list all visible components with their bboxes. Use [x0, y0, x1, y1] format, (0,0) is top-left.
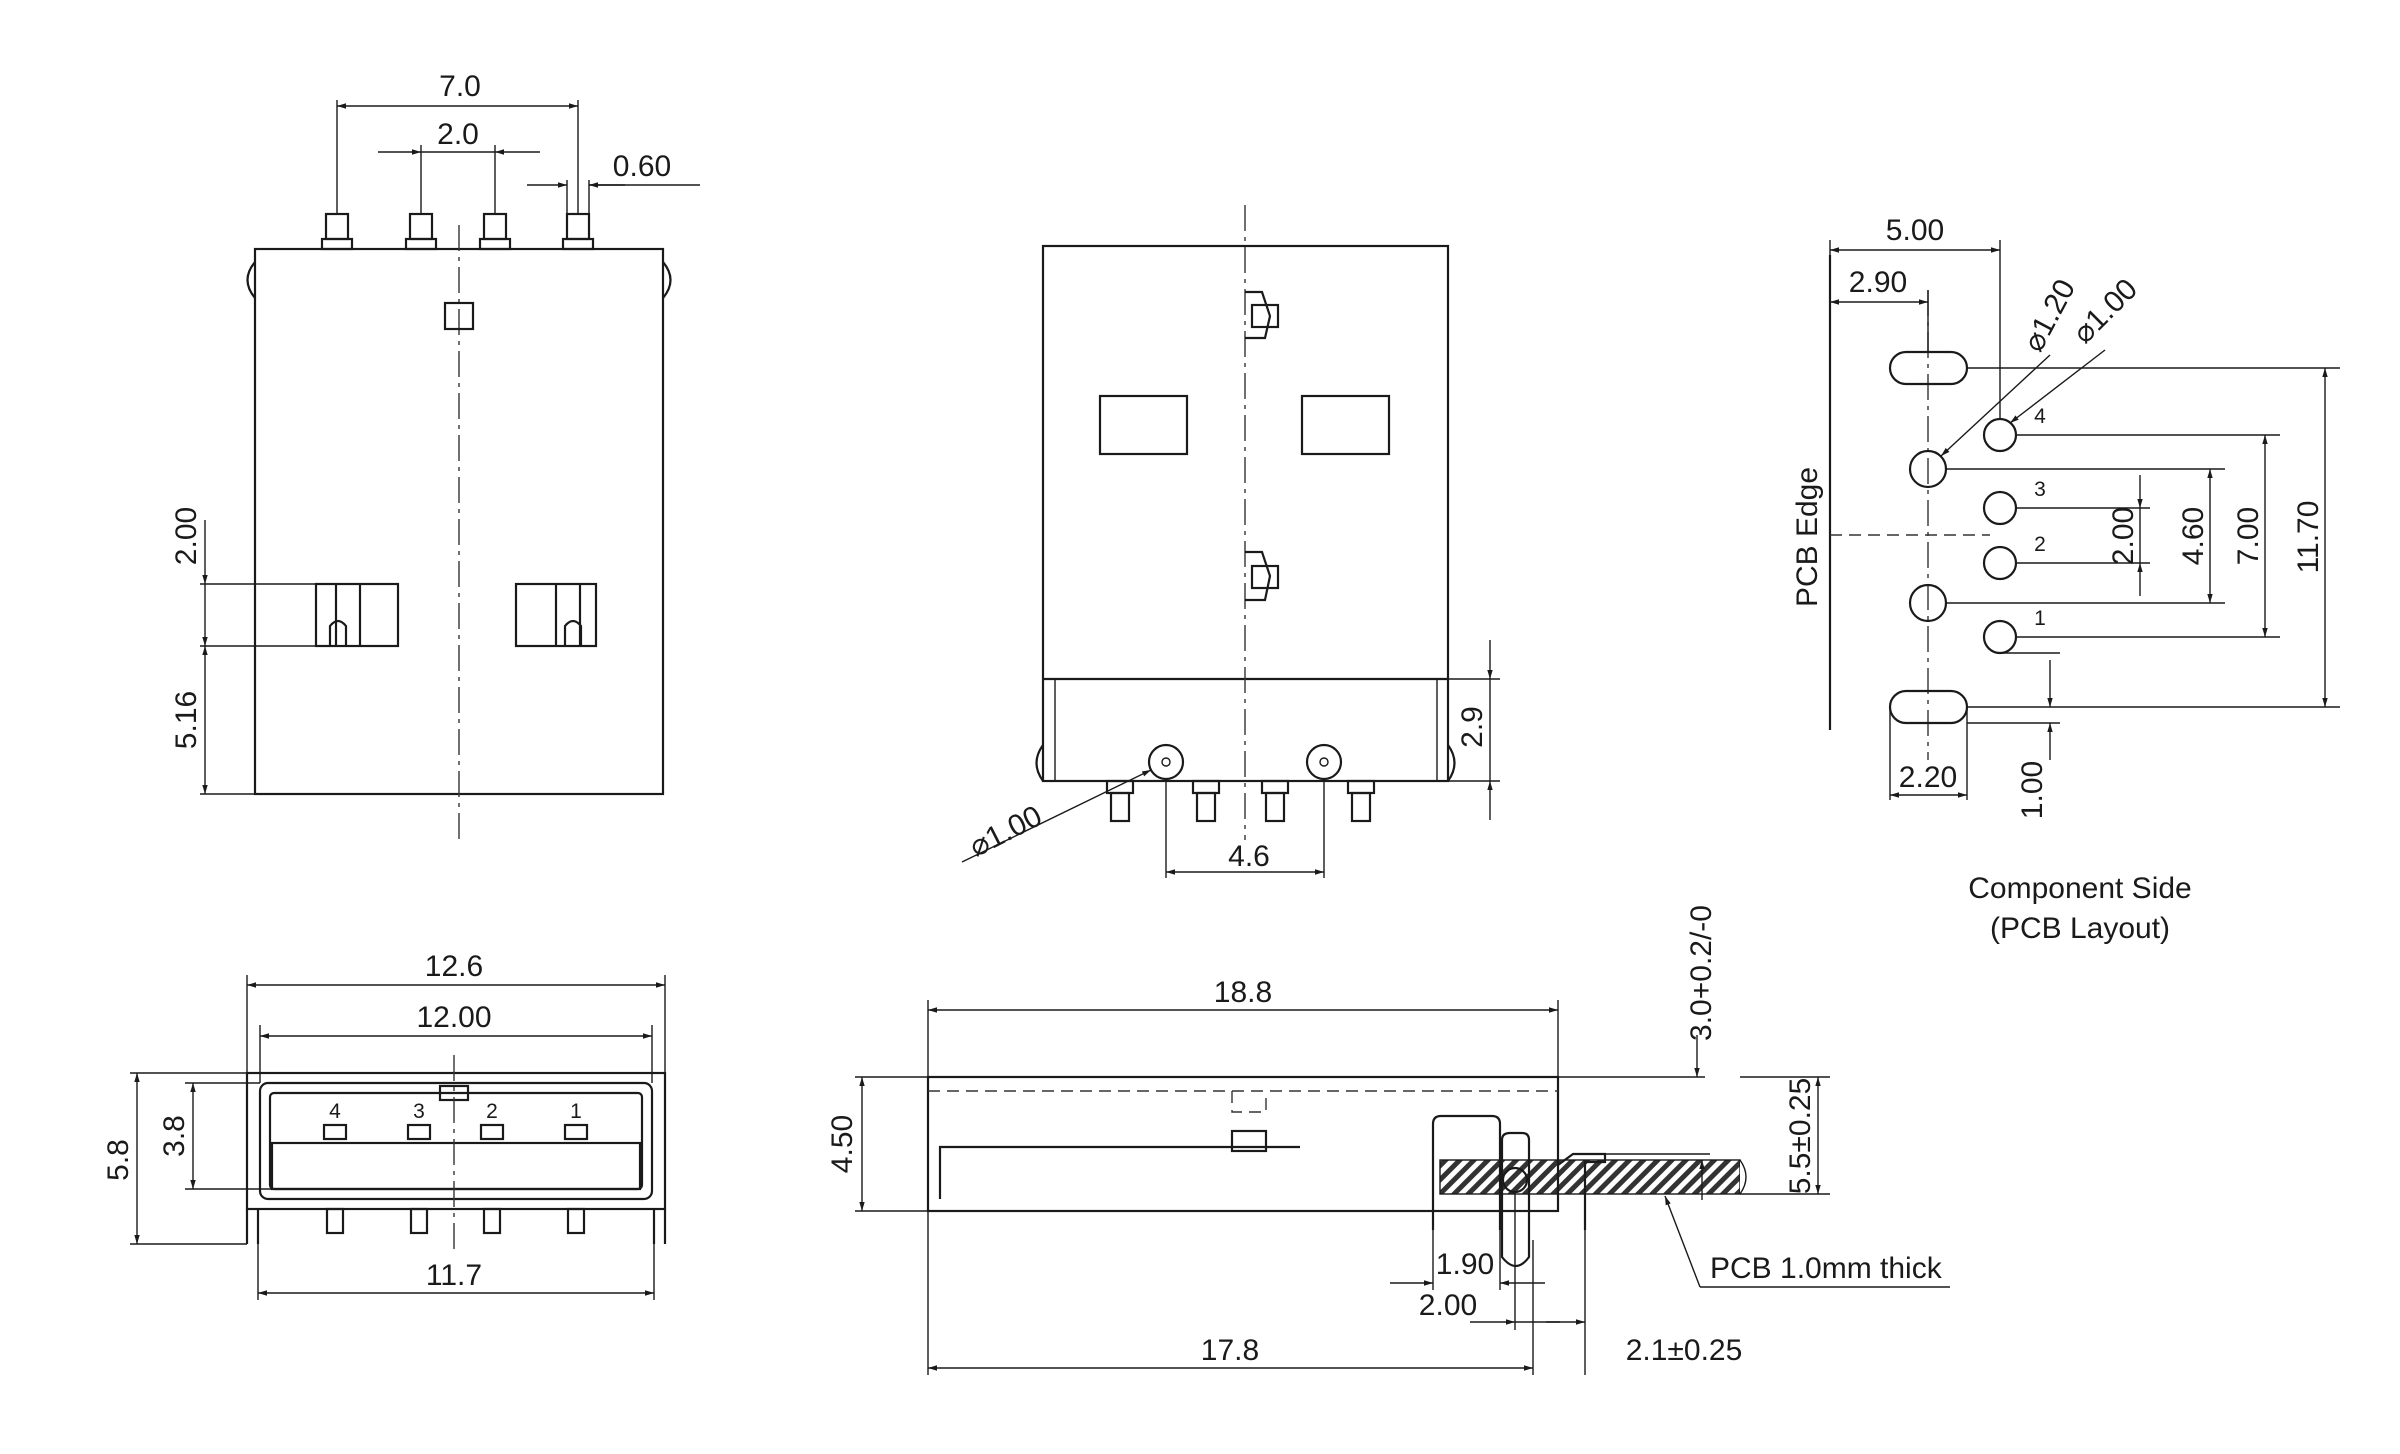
dim-11-70: 11.70 — [2292, 501, 2325, 574]
end-view-tongue — [270, 1141, 642, 1191]
front-top-right-tab — [1447, 744, 1456, 782]
pcb-section-hatch — [1439, 1159, 1741, 1195]
dim-0-60: 0.60 — [613, 150, 671, 183]
top-view-left-tab — [246, 261, 256, 299]
pcb-edge-label: PCB Edge — [1791, 467, 1824, 607]
pcb-pin-label-4: 4 — [2034, 405, 2046, 428]
dim-2-00-side: 2.00 — [1419, 1289, 1477, 1322]
dim-5-5: 5.5±0.25 — [1784, 1078, 1817, 1195]
pcb-caption-line2: (PCB Layout) — [1990, 912, 2170, 945]
front-top-window-right — [1300, 394, 1391, 456]
dim-7-0: 7.0 — [439, 70, 481, 103]
side-view: 18.8 17.8 4.50 1.90 2.00 2.1±0.25 3.0+0.… — [826, 905, 1950, 1375]
dim-7-00: 7.00 — [2232, 507, 2265, 565]
dim-dia-1-00: ⌀1.00 — [2067, 273, 2144, 350]
front-top-body — [1041, 244, 1450, 783]
pcb-pin-label-2: 2 — [2034, 533, 2046, 556]
dim-5-8: 5.8 — [102, 1139, 135, 1181]
dim-17-8: 17.8 — [1201, 1334, 1259, 1367]
top-view-right-tab — [662, 261, 672, 299]
pcb-thickness-note: PCB 1.0mm thick — [1710, 1252, 1943, 1285]
pcb-caption-line1: Component Side — [1968, 872, 2191, 905]
top-view-window — [443, 301, 475, 331]
dim-dia-1-20: ⌀1.20 — [2017, 274, 2082, 357]
dim-18-8: 18.8 — [1214, 976, 1272, 1009]
pcb-pad-2 — [1982, 545, 2018, 581]
front-top-view: 2.9 ⌀1.00 4.6 — [961, 205, 1500, 878]
pcb-pin-label-3: 3 — [2034, 478, 2046, 501]
top-view: 7.0 2.0 0.60 2.00 5.16 — [170, 70, 700, 845]
front-top-pins — [1105, 779, 1376, 823]
side-view-body — [926, 1075, 1560, 1213]
dim-4-6: 4.6 — [1228, 840, 1270, 873]
front-top-hole-right — [1305, 743, 1343, 781]
side-view-dimensions — [855, 1000, 1950, 1375]
end-view-pins — [325, 1207, 586, 1235]
front-top-latches — [1245, 290, 1280, 602]
dim-2-20: 2.20 — [1899, 761, 1957, 794]
top-view-lead-tabs — [314, 582, 598, 648]
dim-2-1: 2.1±0.25 — [1626, 1334, 1743, 1367]
dim-12-00: 12.00 — [416, 1001, 491, 1034]
dim-2-00-pcb: 2.00 — [2107, 507, 2140, 565]
dim-5-16: 5.16 — [170, 691, 203, 749]
end-view: 12.6 12.00 11.7 5.8 3.8 4 3 2 1 — [102, 950, 667, 1300]
dim-3-8: 3.8 — [158, 1115, 191, 1157]
top-view-pins — [320, 212, 595, 251]
end-pin-label-3: 3 — [413, 1100, 425, 1123]
dim-1-00-pcb: 1.00 — [2016, 761, 2049, 819]
pcb-pad-4 — [1982, 417, 2018, 453]
dim-hole-1-00: ⌀1.00 — [964, 799, 1047, 863]
dim-11-7: 11.7 — [426, 1259, 482, 1292]
top-view-dimensions — [200, 100, 700, 795]
dim-2-9: 2.9 — [1456, 706, 1489, 748]
dim-4-60: 4.60 — [2177, 507, 2210, 565]
front-top-window-left — [1098, 394, 1189, 456]
front-top-hole-left — [1147, 743, 1185, 781]
side-view-latch-window — [1230, 1129, 1268, 1153]
pcb-layout: 5.00 2.90 ⌀1.20 ⌀1.00 2.00 4.60 7.00 11.… — [1791, 214, 2340, 945]
dim-12-6: 12.6 — [425, 950, 483, 983]
end-view-shell-inner — [258, 1081, 654, 1201]
end-view-contacts — [322, 1123, 589, 1141]
side-view-pin-leg — [1500, 1131, 1531, 1268]
dim-2-90: 2.90 — [1849, 266, 1907, 299]
dim-2-0: 2.0 — [437, 118, 479, 151]
end-pin-label-4: 4 — [329, 1100, 341, 1123]
dim-1-90: 1.90 — [1436, 1248, 1494, 1281]
dim-4-50: 4.50 — [826, 1115, 859, 1173]
dim-2-00-left: 2.00 — [170, 507, 203, 565]
dim-3-0: 3.0+0.2/-0 — [1685, 905, 1718, 1041]
front-top-dimensions — [961, 640, 1500, 878]
pcb-pad-3 — [1982, 490, 2018, 526]
dim-5-00: 5.00 — [1886, 214, 1944, 247]
end-view-dimensions — [130, 975, 666, 1300]
pcb-dimensions — [1829, 240, 2340, 800]
end-pin-label-1: 1 — [570, 1100, 582, 1123]
end-view-shell-outer — [245, 1071, 667, 1211]
pcb-pin-label-1: 1 — [2034, 607, 2046, 630]
end-pin-label-2: 2 — [486, 1100, 498, 1123]
front-top-left-tab — [1035, 744, 1044, 782]
pcb-pad-1 — [1982, 619, 2018, 655]
